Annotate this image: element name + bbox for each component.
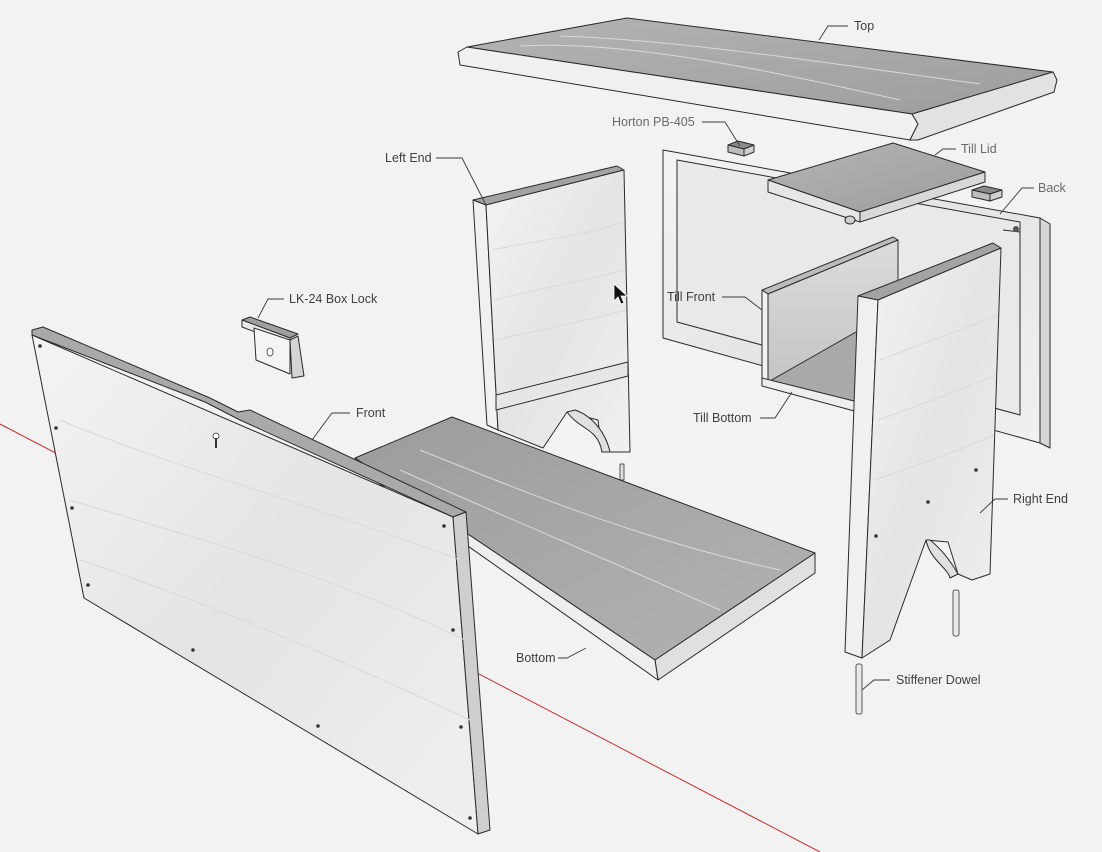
dowel-right [952, 589, 960, 637]
label-back: Back [1038, 181, 1067, 195]
horton-catch-right[interactable] [971, 185, 1003, 202]
box-lock[interactable] [241, 316, 305, 379]
horton-catch-left[interactable] [727, 140, 755, 157]
label-horton: Horton PB-405 [612, 115, 695, 129]
label-stiffener-dowel: Stiffener Dowel [896, 673, 981, 687]
leader-box-lock [257, 298, 284, 319]
top-panel[interactable] [457, 17, 1058, 141]
leader-bottom [558, 647, 587, 659]
leader-front [311, 412, 350, 441]
label-top: Top [854, 19, 874, 33]
label-till-front: Till Front [667, 290, 716, 304]
label-front: Front [356, 406, 386, 420]
front-panel[interactable] [31, 326, 491, 835]
mouse-pointer-icon [613, 283, 629, 305]
dowel-small [619, 463, 625, 481]
screw-hole-icon [1013, 226, 1019, 232]
leader-top [818, 25, 848, 41]
right-end-panel[interactable] [844, 242, 1002, 659]
stiffener-dowel[interactable] [855, 663, 863, 715]
leader-right-end [979, 498, 1008, 514]
leader-till-bottom [760, 391, 793, 419]
label-till-lid: Till Lid [961, 142, 997, 156]
leader-till-front [722, 296, 763, 311]
label-left-end: Left End [385, 151, 432, 165]
leader-stiffener-dowel [861, 679, 890, 691]
till-lid[interactable] [767, 142, 986, 225]
leader-horton [702, 121, 741, 147]
label-right-end: Right End [1013, 492, 1068, 506]
leader-till-lid [934, 148, 956, 156]
label-box-lock: LK-24 Box Lock [289, 292, 378, 306]
label-bottom: Bottom [516, 651, 556, 665]
left-end-panel[interactable] [472, 165, 631, 453]
keyhole-icon [212, 432, 220, 448]
leader-left-end [436, 157, 487, 206]
label-till-bottom: Till Bottom [693, 411, 752, 425]
leader-back [999, 187, 1034, 215]
